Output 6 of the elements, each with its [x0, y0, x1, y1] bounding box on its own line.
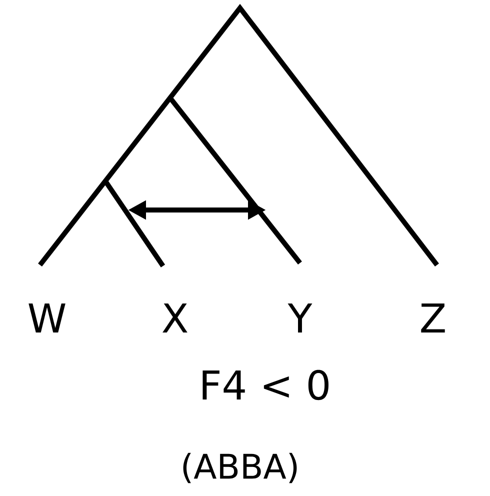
leaf-label: X: [162, 303, 188, 333]
leaf-label: Y: [288, 303, 312, 333]
leaf-label: Z: [421, 303, 445, 333]
pattern-label: (ABBA): [183, 452, 297, 484]
statistic-label: F4 < 0: [202, 370, 328, 400]
leaf-label: W: [28, 303, 66, 333]
